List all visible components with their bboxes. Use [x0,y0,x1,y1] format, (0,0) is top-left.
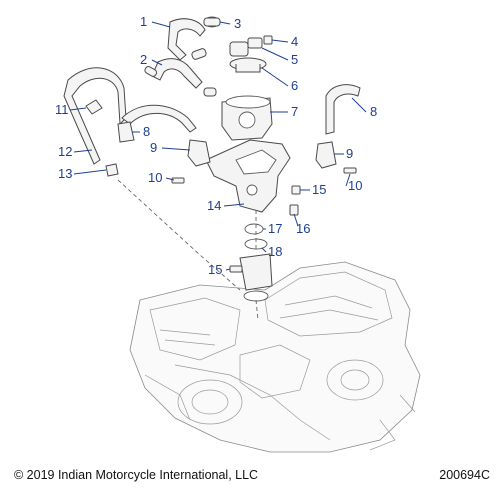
bypass-hose [121,104,197,133]
bolt-4 [263,35,273,45]
callout-8-left: 8 [143,124,150,139]
callout-11: 11 [55,102,69,117]
washer-17 [244,223,264,235]
outlet-fitting [239,253,273,302]
coolant-hose-lower [151,58,203,89]
callout-16: 16 [296,221,310,236]
callout-6: 6 [291,78,298,93]
temp-sensor-left [187,139,211,167]
callout-7: 7 [291,104,298,119]
callout-10-right: 10 [348,178,362,193]
breather-valve [85,99,103,115]
callout-18: 18 [268,244,282,259]
callout-9-left: 9 [150,140,157,155]
callout-15-lower: 15 [208,262,222,277]
thermostat-fitting [229,37,263,57]
engine-assembly [129,261,421,453]
callout-5: 5 [291,52,298,67]
coolant-hose-upper [167,18,206,61]
temp-sensor-right [315,141,337,169]
callout-labels: 1 2 3 4 5 6 7 8 8 9 9 10 10 11 12 13 14 … [55,14,377,277]
thermostat-cover [229,57,267,73]
callout-8-right: 8 [370,104,377,119]
callout-12: 12 [58,144,72,159]
drawing-number: 200694C [439,468,490,482]
hose-clamp-b [144,65,158,77]
bolt-15-upper [291,185,301,195]
bolt-10-right [343,167,357,174]
callout-3: 3 [234,16,241,31]
bolt-15-lower [229,265,243,273]
callout-4: 4 [291,34,298,49]
callout-10-left: 10 [148,170,162,185]
right-hose [325,84,361,135]
alignment-line-c [255,299,259,321]
callout-9-right: 9 [346,146,353,161]
callout-15-upper: 15 [312,182,326,197]
callout-13: 13 [58,166,72,181]
hose-fitting-13 [105,163,119,177]
coolant-manifold [205,139,291,213]
long-hose-left [63,67,127,165]
bolt-10-left [171,177,185,184]
hose-fitting-left [117,121,135,143]
bolt-16 [289,204,299,216]
hose-clamp-a [191,48,207,60]
callout-1: 1 [140,14,147,29]
hose-clamp-c [203,87,217,97]
callout-2: 2 [140,52,147,67]
copyright-notice: © 2019 Indian Motorcycle International, … [14,468,259,482]
hose-clamp-upper [203,16,221,28]
thermostat-housing [221,95,273,141]
callout-leaders [69,21,367,271]
callout-17: 17 [268,221,282,236]
callout-14: 14 [207,198,221,213]
alignment-line-a [117,179,241,291]
